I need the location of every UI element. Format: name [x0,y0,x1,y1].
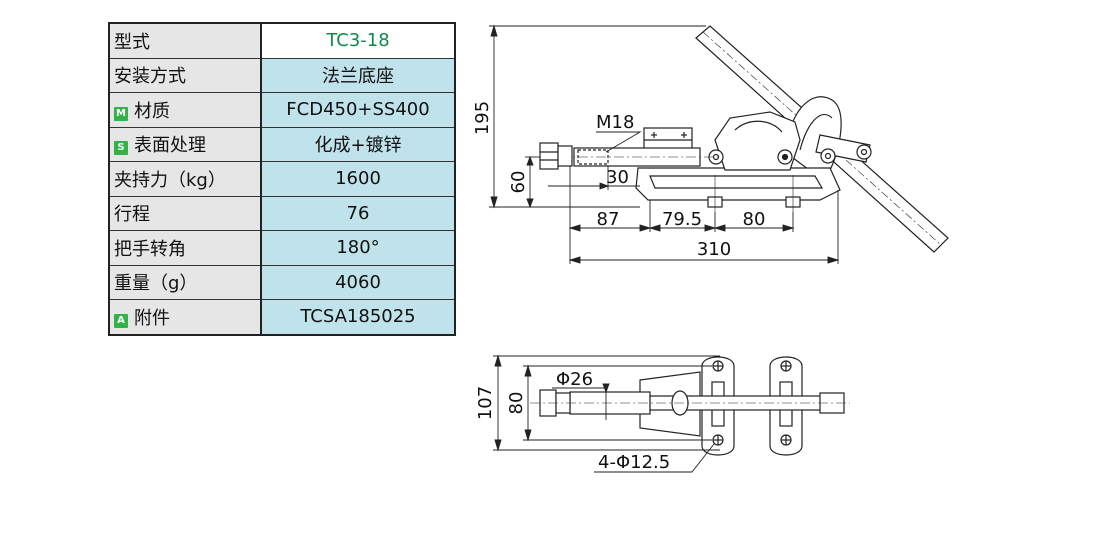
spec-row: S 表面处理 化成+镀锌 [108,126,456,162]
dim-30: 30 [606,167,629,188]
spec-label-cell: 行程 [108,195,262,231]
spec-value: 180° [260,230,456,266]
spec-label: 夹持力（kg） [114,169,226,191]
spec-value: TC3-18 [260,22,456,59]
spec-value: TCSA185025 [260,299,456,336]
spec-value: 4060 [260,264,456,300]
spec-label: 行程 [114,204,150,226]
side-view-dimensions [489,24,840,264]
spec-row: A 附件 TCSA185025 [108,299,456,336]
spec-label-cell: S 表面处理 [108,126,262,162]
badge-s-icon: S [114,141,128,156]
spec-label-cell: M 材质 [108,92,262,128]
spec-label: 表面处理 [134,135,206,157]
dim-107: 107 [475,386,496,420]
dim-80: 80 [743,209,766,230]
spec-row: 重量（g） 4060 [108,264,456,300]
spec-row: M 材质 FCD450+SS400 [108,92,456,128]
spec-row: 行程 76 [108,195,456,231]
spec-value: 化成+镀锌 [260,126,456,162]
badge-m-icon: M [114,106,128,121]
spec-label-cell: A 附件 [108,299,262,336]
spec-label: 附件 [134,307,170,329]
thread-label: M18 [596,112,634,133]
top-view [530,356,850,456]
dim-rod-dia: Φ26 [556,369,593,390]
dim-310: 310 [697,239,731,260]
spec-label: 材质 [134,100,170,122]
dim-79-5: 79.5 [662,209,702,230]
spec-row: 安装方式 法兰底座 [108,57,456,93]
spec-row: 夹持力（kg） 1600 [108,161,456,197]
badge-a-icon: A [114,313,128,328]
spec-label: 把手转角 [114,238,186,260]
spec-label: 安装方式 [114,66,186,88]
spec-label-cell: 把手转角 [108,230,262,266]
side-view [539,25,949,253]
hole-callout: 4-Φ12.5 [598,452,670,473]
spec-value: 法兰底座 [260,57,456,93]
dim-87: 87 [597,209,620,230]
spec-row: 型式 TC3-18 [108,22,456,59]
spec-value: 1600 [260,161,456,197]
spec-value: FCD450+SS400 [260,92,456,128]
spec-value: 76 [260,195,456,231]
dim-195: 195 [472,101,493,135]
dim-80-top: 80 [506,392,527,415]
top-view-dimensions [493,354,720,473]
spec-label-cell: 夹持力（kg） [108,161,262,197]
spec-label-cell: 型式 [108,22,262,59]
dim-60: 60 [508,171,529,194]
spec-label: 重量（g） [114,273,198,295]
spec-label: 型式 [114,31,150,53]
spec-row: 把手转角 180° [108,230,456,266]
